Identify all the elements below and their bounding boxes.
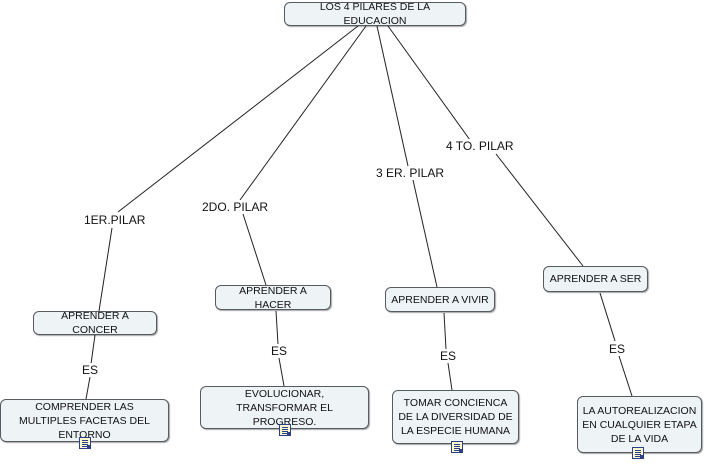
leaf-node-1[interactable]: COMPRENDER LAS MULTIPLES FACETAS DEL ENT…	[0, 399, 169, 442]
leaf-text: LA AUTOREALIZACION EN CUALQUIER ETAPA DE…	[582, 404, 697, 445]
document-icon[interactable]	[79, 437, 91, 449]
es-label-1: ES	[80, 363, 101, 377]
pillar-4-label: 4 TO. PILAR	[444, 139, 516, 153]
es-label-3: ES	[438, 349, 459, 363]
leaf-node-2[interactable]: EVOLUCIONAR, TRANSFORMAR EL PROGRESO.	[200, 386, 369, 429]
node-aprender-a-concer[interactable]: APRENDER A CONCER	[33, 310, 157, 336]
leaf-text: TOMAR CONCIENCA DE LA DIVERSIDAD DE LA E…	[398, 397, 513, 437]
es-label-4: ES	[607, 342, 628, 356]
node-label: APRENDER A SER	[549, 273, 642, 285]
node-label: APRENDER A HACER	[239, 284, 307, 311]
leaf-text: COMPRENDER LAS MULTIPLES FACETAS DEL ENT…	[19, 400, 150, 441]
es-label-2: ES	[269, 344, 290, 358]
node-aprender-a-hacer[interactable]: APRENDER A HACER	[215, 284, 331, 311]
document-icon[interactable]	[632, 447, 644, 459]
pillar-3-label: 3 ER. PILAR	[374, 166, 447, 180]
leaf-node-4[interactable]: LA AUTOREALIZACION EN CUALQUIER ETAPA DE…	[577, 396, 702, 453]
node-aprender-a-vivir[interactable]: APRENDER A VIVIR	[385, 287, 495, 312]
node-label: APRENDER A CONCER	[61, 310, 129, 336]
pillar-2-label: 2DO. PILAR	[200, 200, 271, 214]
document-icon[interactable]	[451, 441, 463, 453]
leaf-text: EVOLUCIONAR, TRANSFORMAR EL PROGRESO.	[236, 387, 333, 428]
leaf-node-3[interactable]: TOMAR CONCIENCA DE LA DIVERSIDAD DE LA E…	[392, 390, 519, 444]
root-node[interactable]: LOS 4 PILARES DE LA EDUCACION	[284, 1, 466, 27]
pillar-1-label: 1ER.PILAR	[82, 213, 148, 227]
node-aprender-a-ser[interactable]: APRENDER A SER	[543, 266, 648, 292]
node-label: APRENDER A VIVIR	[391, 293, 489, 306]
document-icon[interactable]	[279, 424, 291, 436]
root-title: LOS 4 PILARES DE LA EDUCACION	[319, 1, 431, 27]
